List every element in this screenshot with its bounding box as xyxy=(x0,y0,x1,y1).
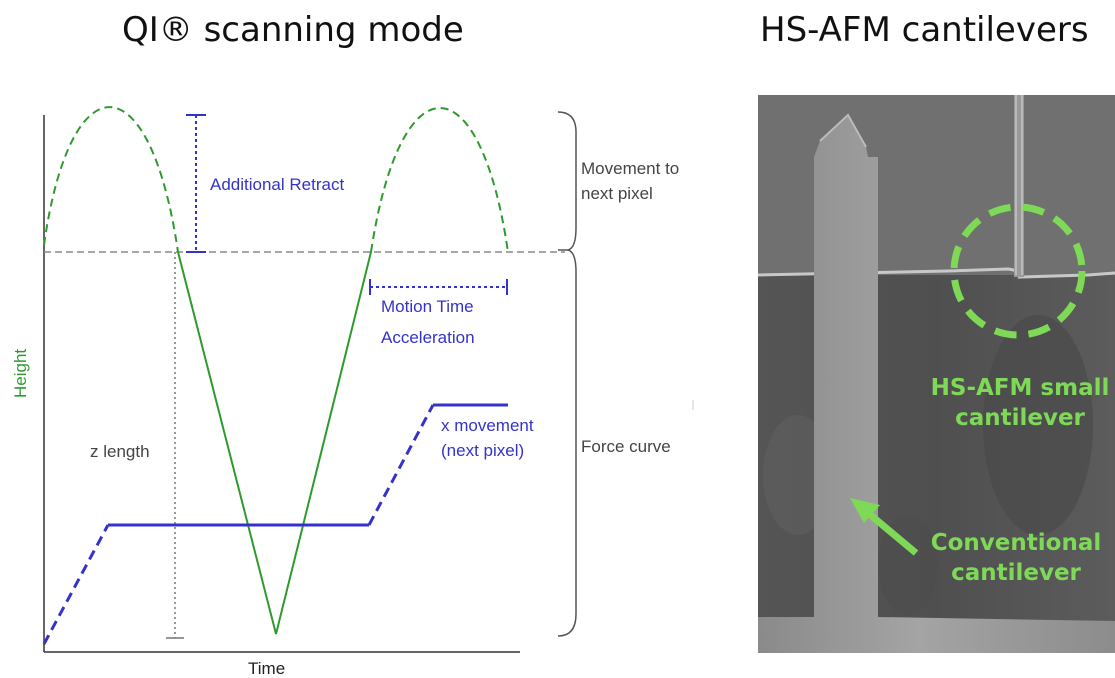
additional-retract-label: Additional Retract xyxy=(210,175,344,194)
arrow-head xyxy=(850,498,880,523)
x-axis-label: Time xyxy=(248,659,285,678)
movement-brace-label-line2: next pixel xyxy=(581,184,653,203)
conventional-cantilever xyxy=(758,115,1115,653)
retract-arc-left xyxy=(43,106,179,253)
x-movement-label: x movement xyxy=(441,416,534,435)
qi-scanning-mode-title: QI® scanning mode xyxy=(122,10,464,50)
motion-time-label: Motion Time xyxy=(381,297,474,316)
conventional-cantilever-label-line1: Conventional xyxy=(930,530,1102,556)
brace-outline xyxy=(557,111,577,637)
movement-brace-label-line1: Movement to xyxy=(581,159,679,178)
conventional-cantilever-label: Conventional cantilever xyxy=(921,528,1111,588)
texture-blotch xyxy=(878,515,938,615)
chip-upper-region xyxy=(758,95,1115,275)
force-curve-brace-label: Force curve xyxy=(581,437,671,456)
force-curve-line xyxy=(177,251,372,635)
small-cantilever-label-line2: cantilever xyxy=(955,405,1085,431)
small-cantilever-label: HS-AFM small cantilever xyxy=(920,373,1115,433)
hs-afm-cantilevers-title: HS-AFM cantilevers xyxy=(760,10,1089,50)
cantilever-tip-edge xyxy=(819,113,867,148)
small-cantilever xyxy=(1014,95,1024,277)
y-axis-label: Height xyxy=(11,349,30,398)
next-pixel-label: (next pixel) xyxy=(441,441,524,460)
small-cantilever-label-line1: HS-AFM small xyxy=(930,375,1110,401)
micrograph-drawing xyxy=(758,95,1115,653)
small-cantilever-highlight-circle xyxy=(950,203,1086,339)
hs-afm-micrograph: HS-AFM small cantilever Conventional can… xyxy=(758,95,1115,653)
texture-blotch xyxy=(983,315,1093,535)
acceleration-label: Acceleration xyxy=(381,328,475,347)
retract-arc-right xyxy=(370,107,509,253)
qi-scanning-diagram: Additional Retract Motion Time Accelerat… xyxy=(11,106,694,678)
x-movement-ramp-2 xyxy=(367,404,435,526)
conventional-cantilever-label-line2: cantilever xyxy=(951,560,1081,586)
z-length-label: z length xyxy=(90,442,150,461)
x-movement-ramp-1 xyxy=(42,524,110,645)
